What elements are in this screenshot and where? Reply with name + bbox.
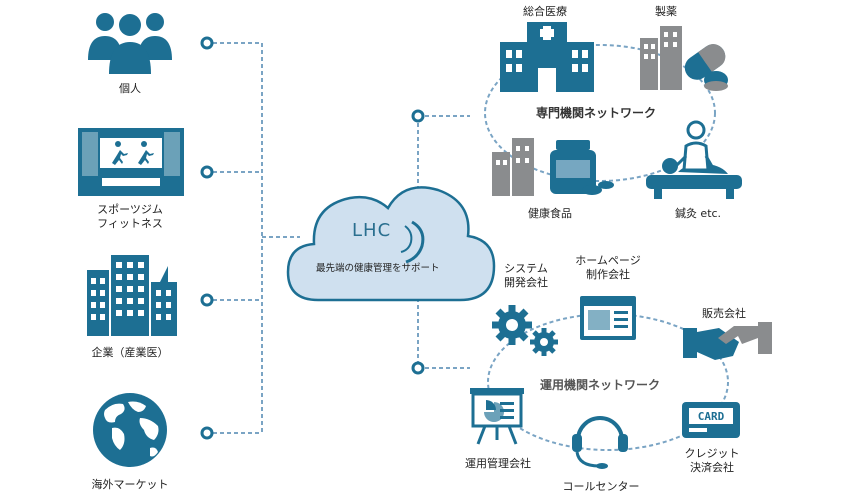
label-pharma: 製薬 — [655, 5, 677, 18]
credit-card-icon: CARD — [682, 402, 740, 438]
pharmacy-icon — [640, 26, 728, 91]
label-homepage-1: ホームページ — [575, 254, 641, 267]
lhc-cloud — [286, 186, 496, 302]
label-credit-1: クレジット — [684, 447, 740, 460]
label-individual: 個人 — [119, 82, 141, 95]
card-text: CARD — [698, 410, 725, 423]
label-system-dev-2: 開発会社 — [504, 276, 548, 289]
specialist-network-label: 専門機関ネットワーク — [536, 106, 657, 120]
connector-dots — [200, 36, 425, 440]
handshake-icon — [683, 322, 772, 360]
label-ops-mgmt: 運用管理会社 — [465, 457, 531, 470]
gym-icon — [78, 128, 184, 196]
label-sports-gym: スポーツジム — [97, 203, 163, 216]
label-overseas: 海外マーケット — [91, 478, 169, 491]
label-homepage-2: 制作会社 — [586, 268, 630, 281]
label-fitness: フィットネス — [97, 217, 163, 230]
gears-icon — [492, 305, 558, 356]
people-icon — [88, 13, 172, 74]
acupuncture-icon — [646, 120, 742, 199]
label-company: 企業（産業医） — [91, 346, 169, 359]
label-hospital: 総合医療 — [523, 5, 567, 18]
label-health-food: 健康食品 — [528, 207, 572, 220]
buildings-icon — [87, 255, 177, 336]
hospital-icon — [500, 22, 594, 92]
operations-network-label: 運用機関ネットワーク — [540, 378, 661, 392]
supplement-icon — [492, 138, 614, 196]
label-sales: 販売会社 — [702, 307, 746, 320]
presentation-icon — [470, 388, 524, 445]
label-call-center: コールセンター — [562, 480, 640, 493]
label-acupuncture: 鍼灸 etc. — [674, 207, 722, 220]
cloud-subtitle: 最先端の健康管理をサポート — [316, 263, 440, 274]
label-system-dev-1: システム — [504, 262, 548, 275]
label-credit-2: 決済会社 — [690, 461, 734, 474]
cloud-title: LHC — [352, 220, 392, 241]
browser-window-icon — [580, 296, 636, 340]
headset-icon — [572, 416, 628, 469]
globe-icon — [93, 393, 167, 467]
